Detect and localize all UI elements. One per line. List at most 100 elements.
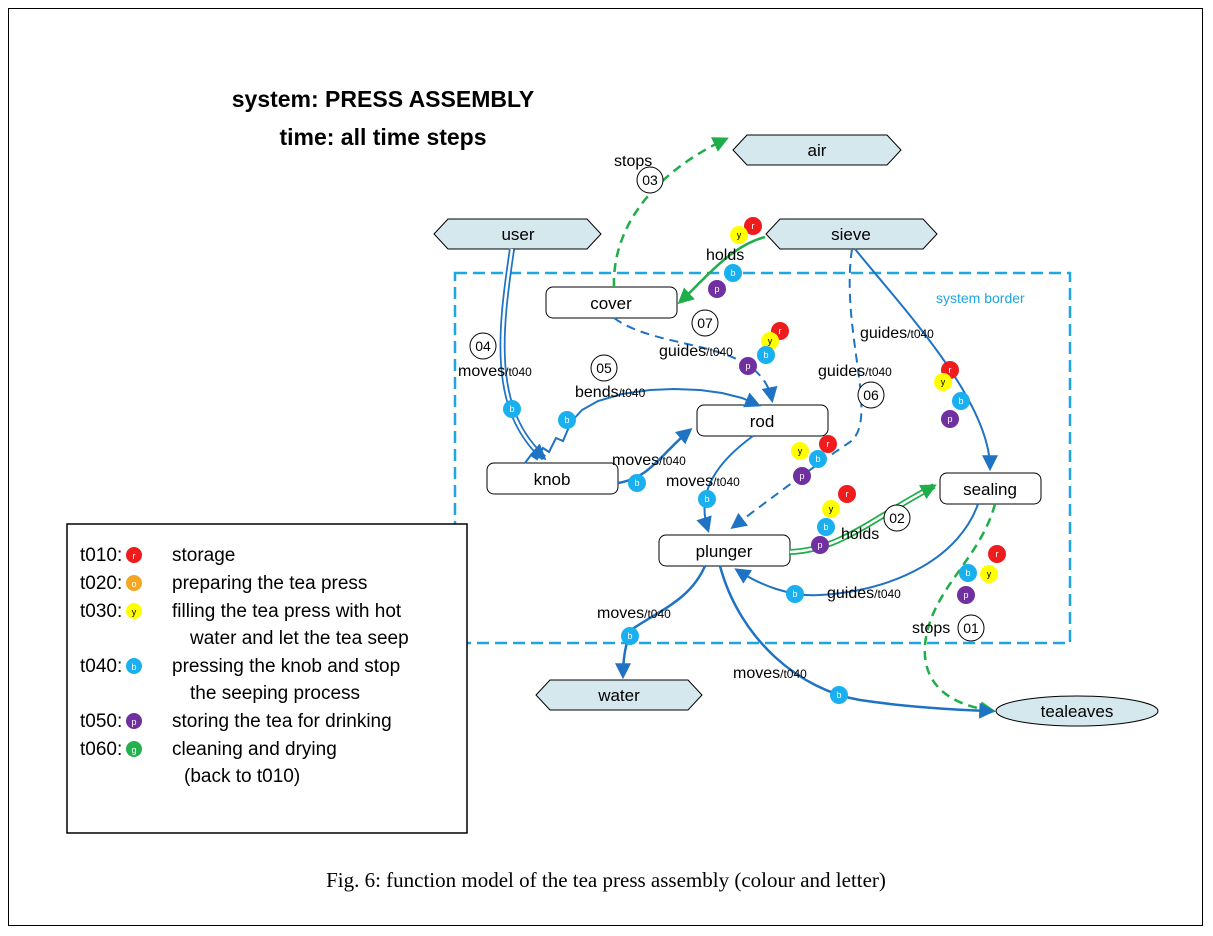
component-knob: knob <box>486 462 619 495</box>
svg-text:b: b <box>823 522 828 532</box>
external-air: air <box>732 134 902 166</box>
component-sealing: sealing <box>939 472 1042 505</box>
label-moves-water: moves/t040 <box>597 605 671 622</box>
svg-text:y: y <box>987 569 992 579</box>
svg-text:g: g <box>131 745 136 755</box>
label-holds-cover: holds <box>706 247 744 264</box>
label-guides-sieve-plunger: guides/t040 <box>818 363 892 380</box>
svg-text:01: 01 <box>963 620 979 636</box>
label-moves-user: moves/t040 <box>458 363 532 380</box>
problem-id-02: 02 <box>883 504 911 532</box>
legend-t040-text2: the seeping process <box>190 683 360 704</box>
edge-sieve-guides-sealing <box>854 248 998 472</box>
component-plunger: plunger <box>658 534 791 567</box>
edge-plunger-moves-tealeaves <box>718 565 996 719</box>
svg-text:p: p <box>817 540 822 550</box>
edge-sieve-guides-plunger <box>730 248 863 529</box>
svg-text:r: r <box>827 439 830 449</box>
edge-knob-bends-rod <box>524 387 761 464</box>
svg-text:b: b <box>131 662 136 672</box>
edge-knob-moves-rod <box>617 427 693 485</box>
svg-text:p: p <box>714 284 719 294</box>
svg-text:p: p <box>131 717 136 727</box>
svg-text:r: r <box>996 549 999 559</box>
label-guides-sieve-sealing: guides/t040 <box>860 325 934 342</box>
component-rod: rod <box>696 404 829 437</box>
svg-text:cover: cover <box>590 294 632 313</box>
svg-text:y: y <box>768 336 773 346</box>
legend-t020-dot <box>126 575 142 591</box>
svg-text:user: user <box>501 225 534 244</box>
svg-text:b: b <box>627 631 632 641</box>
problem-id-01: 01 <box>957 614 985 642</box>
legend-t030-code: t030: <box>80 601 122 622</box>
label-bends: bends/t040 <box>575 384 646 401</box>
svg-text:rod: rod <box>750 412 775 431</box>
legend-t040-text: pressing the knob and stop <box>172 656 400 677</box>
legend-t050-dot <box>126 713 142 729</box>
svg-text:r: r <box>133 551 136 561</box>
edge-sieve-holds-cover <box>677 235 766 305</box>
edge-cover-guides-rod <box>613 317 778 404</box>
system-border-label: system border <box>936 290 1025 306</box>
svg-text:b: b <box>509 404 514 414</box>
svg-text:p: p <box>745 361 750 371</box>
legend-t050-code: t050: <box>80 711 122 732</box>
svg-text:06: 06 <box>863 387 879 403</box>
problem-id-03: 03 <box>636 166 664 194</box>
edge-rod-moves-plunger <box>696 435 754 534</box>
legend-t060-dot <box>126 741 142 757</box>
svg-text:07: 07 <box>697 315 713 331</box>
label-moves-tealeaves: moves/t040 <box>733 665 807 682</box>
label-moves-rod-plunger: moves/t040 <box>666 473 740 490</box>
label-guides-rod: guides/t040 <box>659 343 733 360</box>
svg-text:y: y <box>941 377 946 387</box>
svg-text:knob: knob <box>534 470 571 489</box>
svg-text:03: 03 <box>642 172 658 188</box>
svg-text:b: b <box>792 589 797 599</box>
legend-t020-text: preparing the tea press <box>172 573 367 594</box>
external-tealeaves: tealeaves <box>995 695 1159 727</box>
svg-text:b: b <box>763 350 768 360</box>
svg-text:y: y <box>132 607 137 617</box>
svg-text:sealing: sealing <box>963 480 1017 499</box>
legend-t040-code: t040: <box>80 656 122 677</box>
svg-text:p: p <box>947 414 952 424</box>
svg-text:y: y <box>798 446 803 456</box>
label-holds-sealing: holds <box>841 526 879 543</box>
problem-id-05: 05 <box>590 354 618 382</box>
legend-t030-dot <box>126 603 142 619</box>
svg-text:b: b <box>965 568 970 578</box>
edge-sealing-stops-tealeaves <box>923 503 997 718</box>
edge-cover-stops-air <box>612 137 729 288</box>
legend: t010: r storage t020: o preparing the te… <box>66 523 468 834</box>
external-sieve: sieve <box>765 218 938 250</box>
label-guides-sealing-plunger: guides/t040 <box>827 585 901 602</box>
label-stops-tealeaves: stops <box>912 620 950 637</box>
problem-id-04: 04 <box>469 332 497 360</box>
svg-text:o: o <box>131 579 136 589</box>
svg-text:04: 04 <box>475 338 491 354</box>
legend-t030-text2: water and let the tea seep <box>189 628 409 649</box>
external-water: water <box>535 679 703 711</box>
problem-id-07: 07 <box>691 309 719 337</box>
legend-t020-code: t020: <box>80 573 122 594</box>
svg-text:b: b <box>836 690 841 700</box>
svg-text:02: 02 <box>889 510 905 526</box>
legend-t040-dot <box>126 658 142 674</box>
svg-text:tealeaves: tealeaves <box>1041 702 1114 721</box>
svg-text:plunger: plunger <box>696 542 753 561</box>
svg-text:air: air <box>808 141 827 160</box>
label-moves-knob-rod: moves/t040 <box>612 452 686 469</box>
time-title: time: all time steps <box>279 124 486 150</box>
svg-text:r: r <box>752 221 755 231</box>
figure-caption: Fig. 6: function model of the tea press … <box>326 868 886 892</box>
figure-frame <box>8 8 1203 926</box>
legend-t050-text: storing the tea for drinking <box>172 711 392 732</box>
edge-sealing-guides-plunger <box>734 503 979 597</box>
svg-text:b: b <box>634 478 639 488</box>
svg-text:r: r <box>846 489 849 499</box>
time-step-markers: r y b p r y b p b b r y b p r y b p b b … <box>503 217 1006 704</box>
legend-t030-text: filling the tea press with hot <box>172 601 402 622</box>
